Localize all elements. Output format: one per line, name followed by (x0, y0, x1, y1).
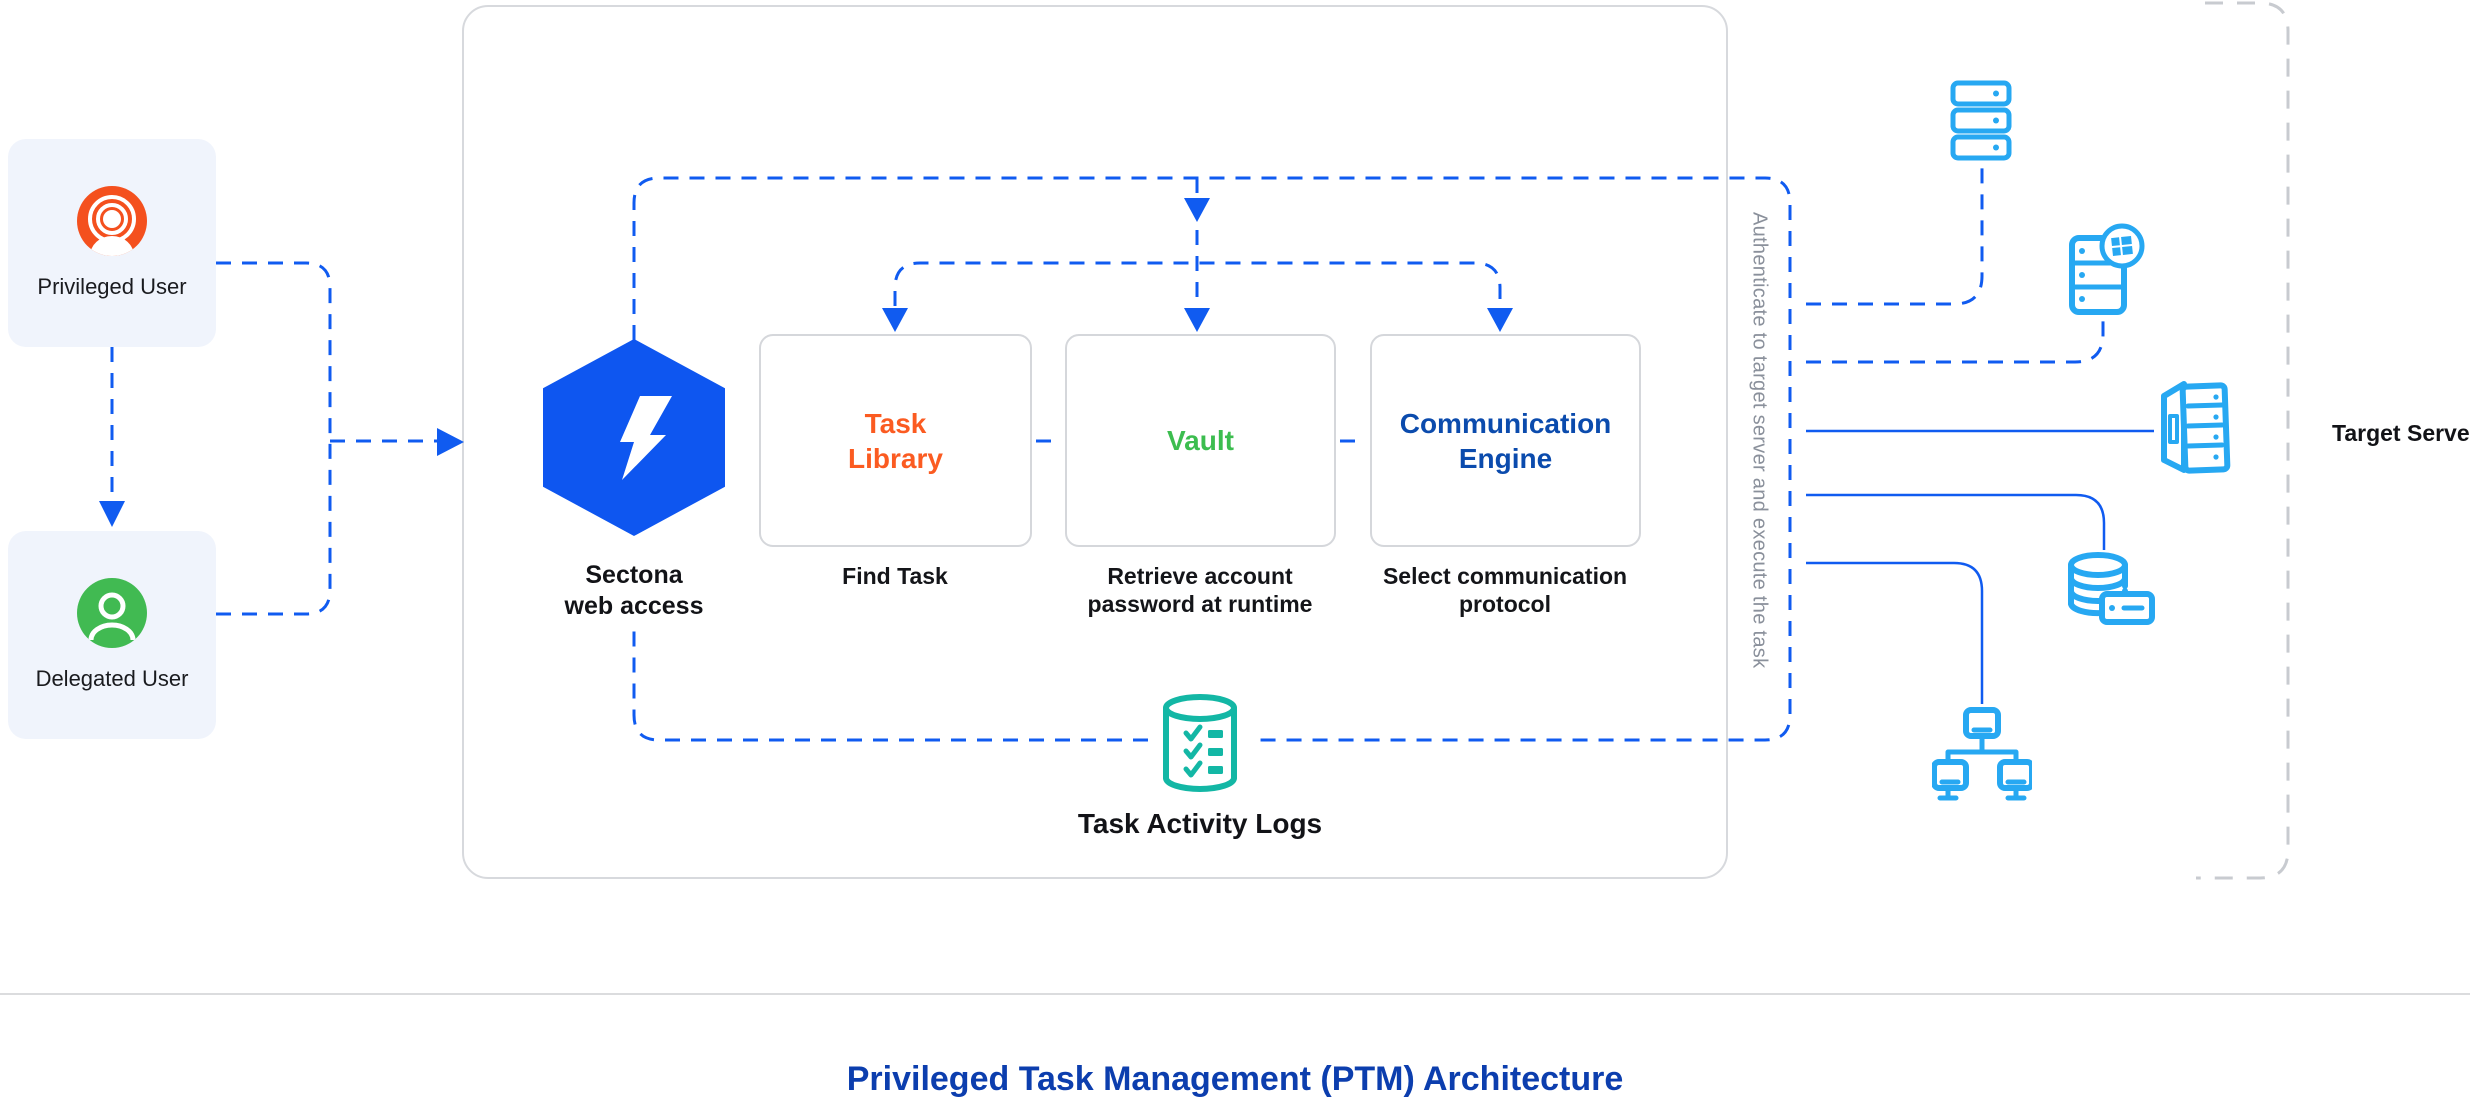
communication-engine-box: Communication Engine (1370, 334, 1641, 547)
user-rings-icon (77, 186, 147, 256)
task-library-box: Task Library (759, 334, 1032, 547)
footer-divider (0, 993, 2470, 995)
database-server-icon (2066, 552, 2156, 631)
communication-engine-title: Communication Engine (1399, 407, 1612, 474)
task-library-title: Task Library (848, 407, 943, 474)
communication-engine-caption: Select communication protocol (1382, 563, 1628, 618)
vault-box: Vault (1065, 334, 1336, 547)
task-library-caption: Find Task (842, 563, 948, 589)
sectona-bolt-icon (620, 395, 672, 480)
windows-server-icon (2068, 222, 2146, 321)
connector-windows-server (1806, 318, 2105, 364)
privileged-user-card: Privileged User (8, 139, 216, 347)
network-workstations-icon (1931, 706, 2035, 809)
delegated-user-card: Delegated User (8, 531, 216, 739)
delegated-user-label: Delegated User (35, 666, 189, 691)
gateway-label: Sectona web access (514, 560, 754, 623)
connector-storage-stack (1806, 164, 1984, 306)
privileged-user-label: Privileged User (37, 274, 187, 299)
gateway-label-line2: web access (564, 592, 704, 621)
connector-network (1806, 561, 1984, 704)
target-server-label: Target Server (2332, 420, 2470, 446)
diagram-title: Privileged Task Management (PTM) Archite… (846, 1060, 1624, 1098)
connector-database-server (1806, 493, 2106, 550)
storage-stack-icon (1950, 80, 2012, 167)
privileged-user-connector (216, 261, 332, 441)
arrowhead-to-delegated (99, 501, 125, 527)
arrowhead-into-platform (437, 428, 464, 456)
vault-title: Vault (1167, 425, 1234, 456)
task-activity-logs-label: Task Activity Logs (1077, 808, 1323, 839)
server-rack-icon (2156, 378, 2232, 479)
delegated-user-connector (216, 441, 332, 616)
gateway-label-line1: Sectona (585, 561, 683, 589)
activity-log-database-icon (1160, 693, 1240, 798)
authenticate-note: Authenticate to target server and execut… (1748, 212, 1771, 669)
user-icon (77, 578, 147, 648)
vault-caption: Retrieve account password at runtime (1087, 563, 1313, 618)
